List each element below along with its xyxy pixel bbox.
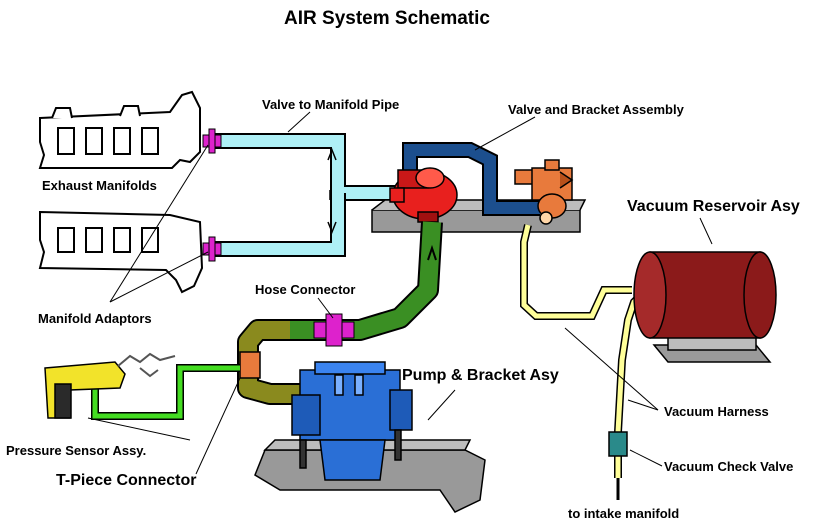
air-valve (389, 167, 458, 223)
label-t-piece: T-Piece Connector (56, 472, 196, 489)
manifold-adaptor-upper (202, 128, 222, 154)
label-vacuum-harness: Vacuum Harness (664, 404, 769, 419)
manifold-adaptor-lower (202, 236, 222, 262)
leader-lines (87, 111, 713, 475)
label-valve-bracket-assembly: Valve and Bracket Assembly (508, 102, 685, 117)
vacuum-check-valve (608, 431, 628, 457)
label-vacuum-reservoir: Vacuum Reservoir Asy (627, 198, 800, 215)
pressure-sensor-line (91, 364, 240, 420)
valve-blue-pipe (402, 142, 540, 216)
label-hose-connector: Hose Connector (255, 282, 355, 297)
vacuum-reservoir (633, 251, 777, 363)
label-pump-bracket: Pump & Bracket Asy (402, 367, 559, 384)
label-exhaust-manifolds: Exhaust Manifolds (42, 178, 157, 193)
pressure-sensor (44, 352, 176, 419)
label-valve-to-manifold-pipe: Valve to Manifold Pipe (262, 97, 399, 112)
label-vacuum-check-valve: Vacuum Check Valve (664, 459, 793, 474)
label-intake-manifold: to intake manifold (568, 506, 679, 521)
exhaust-manifold-lower (38, 210, 204, 294)
label-pressure-sensor: Pressure Sensor Assy. (6, 443, 146, 458)
vacuum-harness (520, 224, 651, 500)
label-manifold-adaptors: Manifold Adaptors (38, 311, 152, 326)
t-piece-connector (239, 351, 261, 379)
diagram-title: AIR System Schematic (284, 8, 490, 29)
valve-bracket-assembly (514, 159, 574, 225)
air-pump (291, 361, 413, 481)
exhaust-manifold-upper (38, 90, 201, 169)
hose-connector (313, 313, 355, 347)
valve-to-manifold-pipe (213, 133, 395, 257)
